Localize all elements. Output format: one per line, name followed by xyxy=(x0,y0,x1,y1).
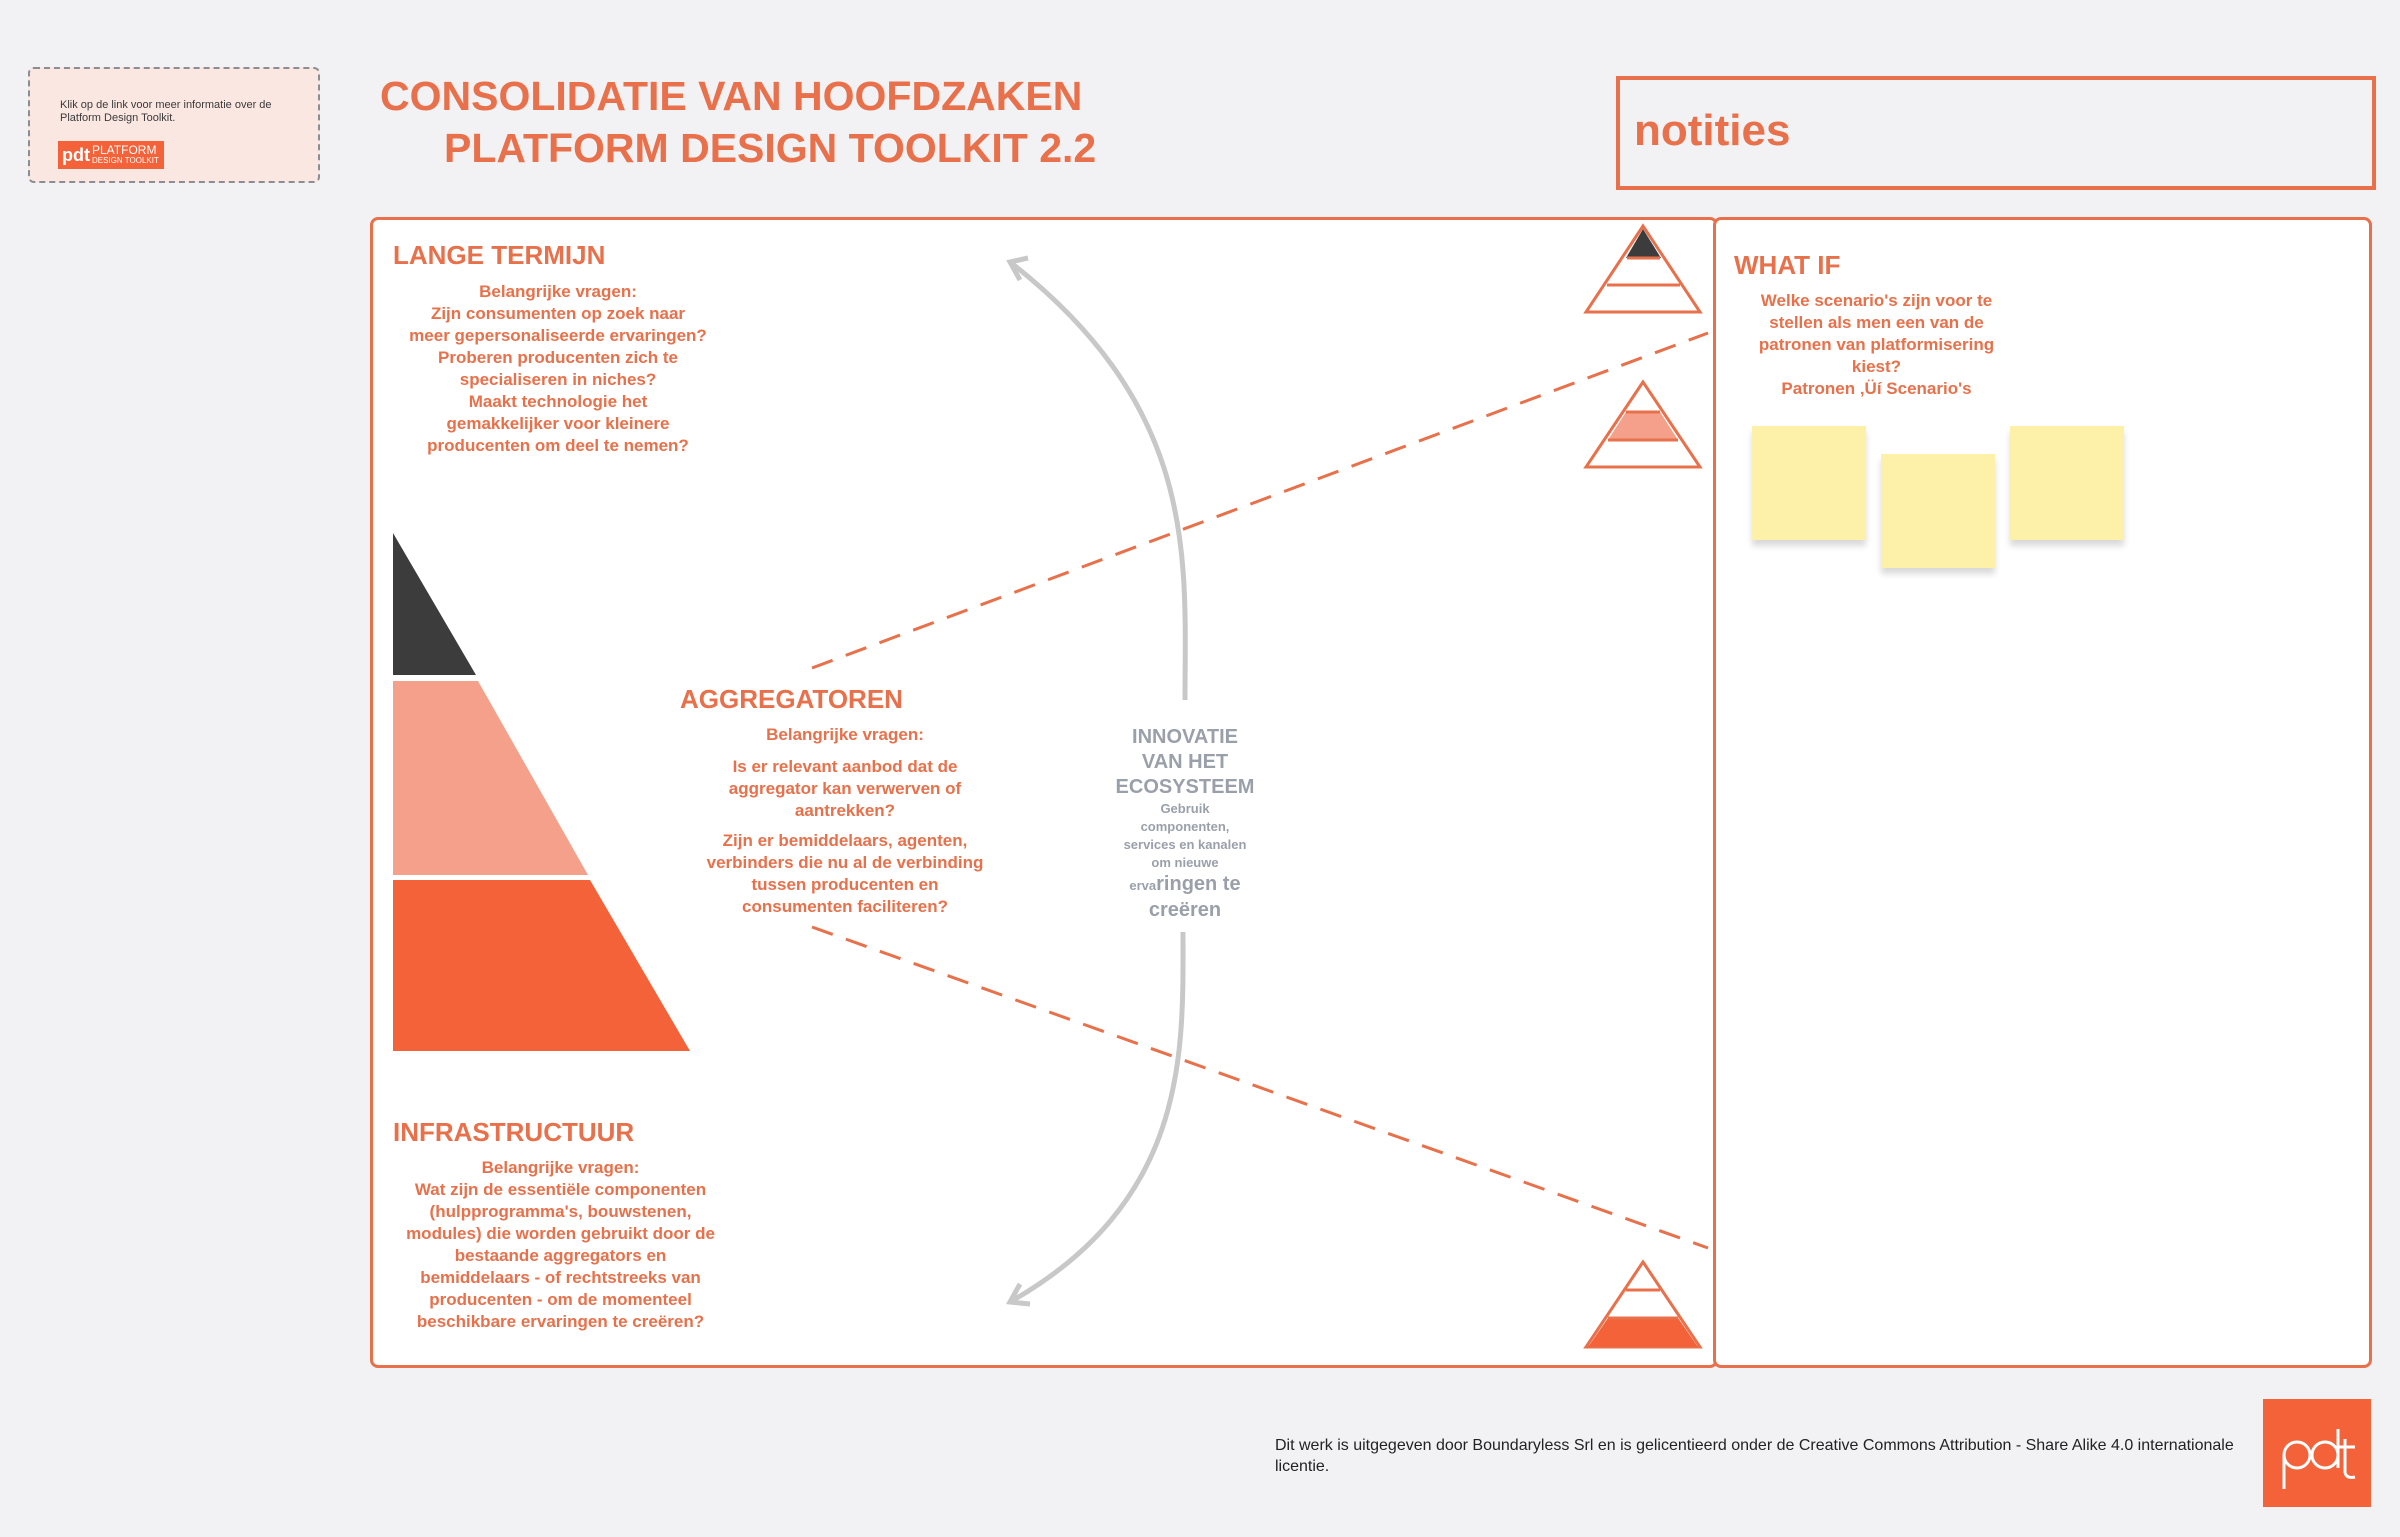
long-term-line: Belangrijke vragen: xyxy=(479,282,637,301)
info-card[interactable]: Klik op de link voor meer informatie ove… xyxy=(28,67,320,183)
innovation-sub-line: om nieuwe xyxy=(1151,855,1219,870)
page-title: CONSOLIDATIE VAN HOOFDZAKEN PLATFORM DES… xyxy=(380,70,1140,174)
notes-label: notities xyxy=(1634,106,1791,155)
innovation-title-line: ECOSYSTEEM xyxy=(1115,776,1255,798)
badge-word-design-toolkit: DESIGN TOOLKIT xyxy=(92,156,159,165)
innovation-line-small: erva xyxy=(1129,878,1157,893)
arrow-head-top xyxy=(1006,255,1029,282)
what-if-line: stellen als men een van de xyxy=(1769,313,1984,332)
innovation-label: INNOVATIE VAN HET ECOSYSTEEM Gebruik com… xyxy=(1100,725,1270,923)
what-if-line: Patronen ‚Üí Scenario's xyxy=(1781,379,1972,398)
long-term-questions: Belangrijke vragen: Zijn consumenten op … xyxy=(393,281,723,457)
aggregators-intro: Belangrijke vragen: xyxy=(766,725,924,744)
innovation-title-line: VAN HET xyxy=(1141,751,1229,773)
pyramid-icon xyxy=(1583,223,1703,314)
pyramid-icon xyxy=(1583,379,1703,469)
long-term-line: producenten om deel te nemen? xyxy=(427,436,689,455)
title-line-2: PLATFORM DESIGN TOOLKIT 2.2 xyxy=(444,125,1097,171)
long-term-heading: LANGE TERMIJN xyxy=(393,240,606,270)
infrastructure-line: Belangrijke vragen: xyxy=(481,1158,640,1177)
innovation-sub-line: Gebruik xyxy=(1160,801,1210,816)
license-text: Dit werk is uitgegeven door Boundaryless… xyxy=(1275,1437,2234,1475)
what-if-line: kiest? xyxy=(1851,357,1902,376)
what-if-heading: WHAT IF xyxy=(1734,250,1841,280)
aggregators-q1-line: aantrekken? xyxy=(794,801,896,820)
infrastructure-line: bemiddelaars - of rechtstreeks van xyxy=(420,1268,701,1287)
curved-arrow-icon xyxy=(1008,931,1186,1305)
sticky-note[interactable] xyxy=(2010,426,2124,540)
innovation-sub-line: componenten, xyxy=(1140,819,1230,834)
aggregators-q2-line: consumenten faciliteren? xyxy=(742,897,948,916)
infrastructure-line: modules) die worden gebruikt door de xyxy=(406,1224,715,1243)
infrastructure-line: (hulpprogramma's, bouwstenen, xyxy=(429,1202,692,1221)
aggregators-q1-line: aggregator kan verwerven of xyxy=(728,779,962,798)
infrastructure-line: producenten - om de momenteel xyxy=(429,1290,692,1309)
notes-box[interactable]: notities xyxy=(1616,76,2376,190)
main-frame xyxy=(370,217,1718,1368)
innovation-final-line: creëren xyxy=(1148,899,1222,921)
aggregators-q2-line: tussen producenten en xyxy=(751,875,939,894)
long-term-line: Maakt technologie het xyxy=(468,392,648,411)
aggregators-q2-line: verbinders die nu al de verbinding xyxy=(706,853,984,872)
title-line-1: CONSOLIDATIE VAN HOOFDZAKEN xyxy=(380,73,1083,119)
infrastructure-line: beschikbare ervaringen te creëren? xyxy=(416,1312,705,1331)
pyramid-top-layer xyxy=(393,533,476,675)
what-if-questions: Welke scenario's zijn voor te stellen al… xyxy=(1734,290,2019,400)
dashed-connector-upper xyxy=(811,331,1709,670)
innovation-final-line: ervaringen te xyxy=(1100,872,1270,898)
infrastructure-heading: INFRASTRUCTUUR xyxy=(393,1117,635,1147)
long-term-line: specialiseren in niches? xyxy=(459,370,657,389)
long-term-line: gemakkelijker voor kleinere xyxy=(446,414,670,433)
curved-arrow-icon xyxy=(1008,260,1188,701)
info-card-text: Klik op de link voor meer informatie ove… xyxy=(60,99,272,124)
pdt-logo-icon: pdt xyxy=(62,145,90,165)
innovation-title-line: INNOVATIE xyxy=(1132,726,1238,748)
pyramid-middle-layer xyxy=(393,681,588,875)
pdt-logo-link[interactable] xyxy=(2263,1399,2371,1507)
long-term-line: meer gepersonaliseerde ervaringen? xyxy=(409,326,707,345)
dashed-connector-lower xyxy=(811,925,1709,1250)
aggregators-q1-line: Is er relevant aanbod dat de xyxy=(732,757,958,776)
pyramid-icon xyxy=(1583,1259,1703,1349)
arrow-head-bottom xyxy=(1005,1282,1031,1307)
infrastructure-questions: Belangrijke vragen: Wat zijn de essentië… xyxy=(393,1157,728,1333)
innovation-line-big: ringen te xyxy=(1156,873,1241,895)
aggregators-questions: Belangrijke vragen: Is er relevant aanbo… xyxy=(680,724,1010,918)
aggregators-heading: AGGREGATOREN xyxy=(680,684,903,714)
infrastructure-line: bestaande aggregators en xyxy=(454,1246,667,1265)
long-term-line: Zijn consumenten op zoek naar xyxy=(430,304,686,323)
aggregators-q2-line: Zijn er bemiddelaars, agenten, xyxy=(722,831,968,850)
sticky-note[interactable] xyxy=(1752,426,1866,540)
sticky-note[interactable] xyxy=(1881,454,1995,568)
pdt-badge-link[interactable]: pdt PLATFORM DESIGN TOOLKIT xyxy=(58,141,164,169)
long-term-line: Proberen producenten zich te xyxy=(438,348,678,367)
innovation-sub-line: services en kanalen xyxy=(1123,837,1247,852)
badge-word-platform: PLATFORM xyxy=(92,143,157,157)
what-if-line: Welke scenario's zijn voor te xyxy=(1760,291,1993,310)
pdt-logo-icon xyxy=(2282,1429,2356,1489)
infrastructure-line: Wat zijn de essentiële componenten xyxy=(414,1180,707,1199)
what-if-line: patronen van platformisering xyxy=(1758,335,1995,354)
what-if-frame xyxy=(1713,217,2372,1368)
pyramid-bottom-layer xyxy=(393,880,690,1051)
